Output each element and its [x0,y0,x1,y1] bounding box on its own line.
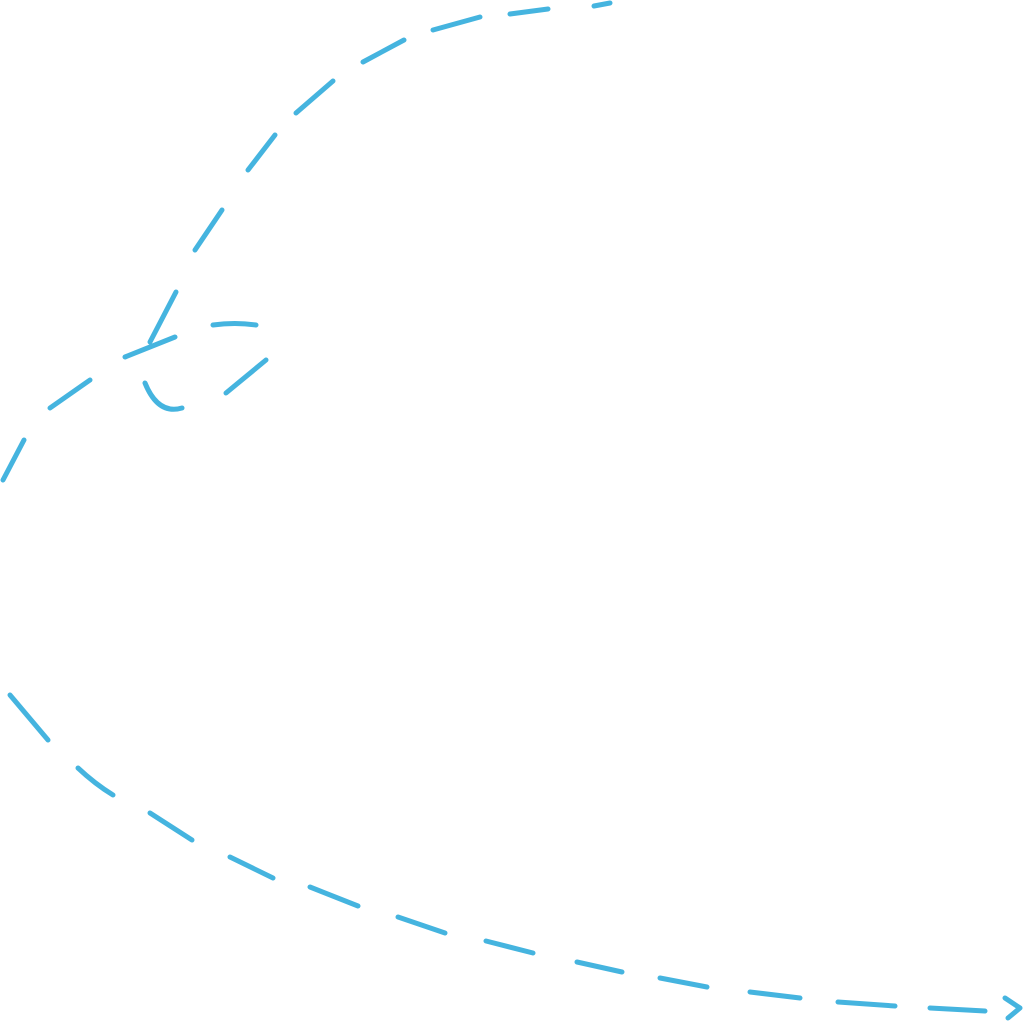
arrow-dash [142,380,185,412]
arrow-dash [75,765,116,798]
arrow-path [0,0,988,1014]
arrow-dash [835,999,898,1009]
arrow-dash [483,938,536,956]
arrow-dash [293,78,336,116]
arrow-dash [245,132,278,173]
arrow-dash [307,884,361,909]
arrow-dash [227,854,276,881]
arrow-dash [7,692,51,743]
arrow-dash [47,377,93,411]
arrow-dash [147,289,179,345]
arrow-dash [927,1005,988,1014]
arrow-dash [223,357,269,396]
arrow-dash [591,0,613,9]
arrow-dash [747,989,803,1001]
arrow-dash [430,14,483,33]
arrow-dash [574,959,625,975]
arrow-dash [507,6,551,17]
arrow-dash [192,207,225,253]
arrow-dash [122,334,178,360]
arrow-dash [0,437,27,483]
arrow-dash [210,321,259,328]
chevron-right-icon [1002,995,1023,1021]
arrow-dash [395,914,448,936]
arrow-dash [147,810,195,843]
arrow-dash [360,37,407,65]
arrow-dash [657,975,710,990]
